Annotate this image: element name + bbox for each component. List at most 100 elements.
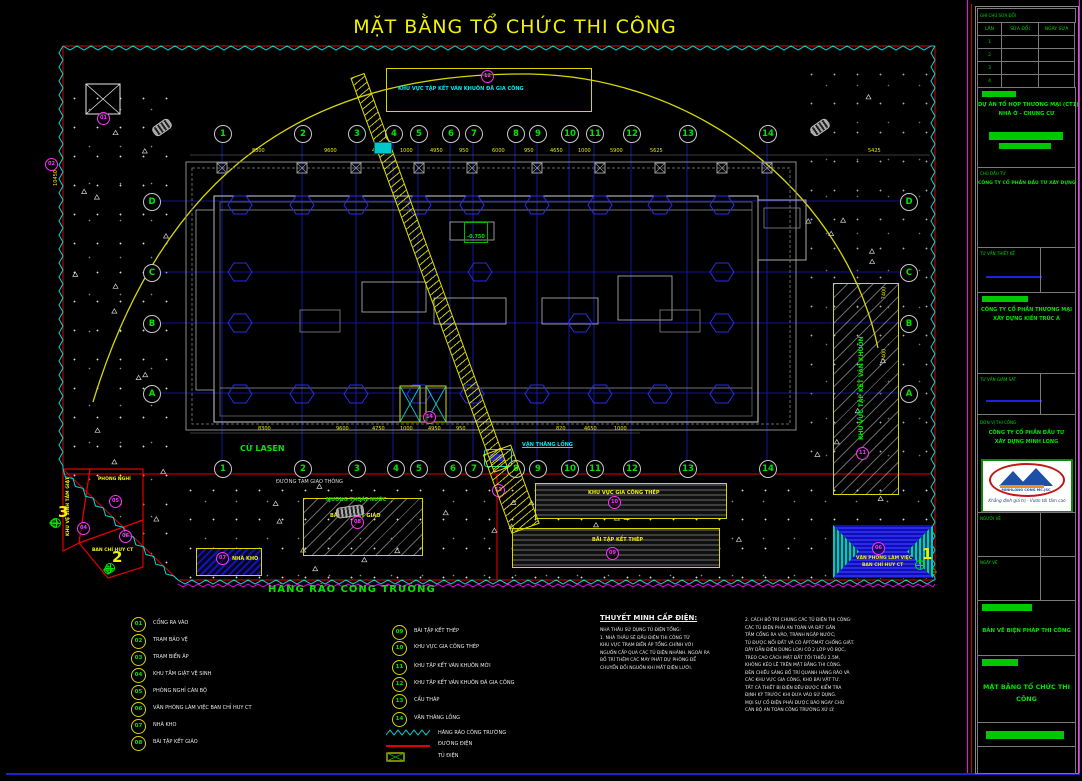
series-cell: BẢN VẼ BIỆN PHÁP THI CÔNG: [977, 600, 1076, 657]
notes-col1: NHÀ THẦU SỬ DỤNG TỦ ĐIỆN TỔNG:1. NHÀ THẦ…: [600, 627, 710, 672]
dimension-value: 4950: [428, 426, 441, 432]
facility-polygons: [62, 468, 144, 579]
site-plan-drawing: [48, 45, 938, 588]
survey-triangle: [153, 516, 160, 522]
dimension-left: 10450: [52, 170, 59, 186]
grid-bubble: 6: [442, 125, 460, 143]
design-consultant-label: TƯ VẤN THIẾT KẾ: [980, 251, 1015, 256]
note-line: CÁC KHU VỰC GIA CÔNG, KHO BÃI VẬT TƯ.: [745, 678, 841, 683]
legend-item-label: TRẠM BẢO VỆ: [153, 637, 188, 643]
page-title: MẶT BẰNG TỔ CHỨC THI CÔNG: [353, 16, 677, 38]
grid-bubble: 9: [529, 460, 547, 478]
callout-circle: 12: [481, 70, 494, 83]
project-cell: DỰ ÁN TỔ HỢP THƯƠNG MẠI (CT1) NHÀ Ở - CH…: [977, 87, 1079, 169]
revision-header-cell: GHI CHÚ SỬA ĐỔI: [977, 8, 1076, 23]
command-board-label: BAN CHỈ HUY CT: [92, 548, 134, 553]
station-marker: 1: [915, 545, 932, 570]
contractor-label: ĐƠN VỊ THI CÔNG: [980, 420, 1017, 425]
legend-item-label: VĂN PHÒNG LÀM VIỆC BAN CHỈ HUY CT: [153, 705, 252, 711]
note-line: TẤT CẢ THIẾT BỊ ĐIỆN ĐỀU ĐƯỢC KIỂM TRA: [745, 685, 842, 691]
note-line: NGUỒN CẤP QUA CÁC TỦ ĐIỆN NHÁNH. NGOÀI R…: [600, 650, 710, 656]
sheet-label-bar: [982, 659, 1018, 666]
hoist-label: VẬN THĂNG LỒNG: [522, 442, 573, 448]
grid-bubble: 11: [586, 460, 604, 478]
note-line: KHÔNG KÉO LÊ TRÊN MẶT BẰNG THI CÔNG.: [745, 663, 842, 668]
callout-circle: 07: [216, 552, 229, 565]
row-bubble: A: [900, 385, 918, 403]
callout-circle: 11: [856, 447, 869, 460]
legend-right: 09 BÃI TẬP KẾT THÉP 10 KHU VỰC GIA CÔNG …: [386, 613, 686, 773]
roof-end-left: [833, 525, 859, 578]
survey-triangle: [141, 148, 148, 154]
revision-col-header: NGÀY SỬA: [1039, 23, 1075, 36]
revision-row-cell: [1002, 36, 1039, 49]
formwork-staging-label: KHU VỰC TẬP KẾT VÁN KHUÔN ĐÃ GIA CÔNG: [398, 86, 524, 92]
sheet-name-line2: CÔNG: [1016, 695, 1037, 703]
survey-triangle: [111, 308, 118, 314]
survey-triangle: [491, 527, 498, 533]
revision-row-cell: [1002, 62, 1039, 75]
legend-item-label: TRẠM BIẾN ÁP: [153, 654, 189, 660]
callout-circle: 02: [45, 158, 58, 171]
note-line: ĐỊNH KỲ TRƯỚC KHI ĐƯA VÀO SỬ DỤNG.: [745, 693, 837, 698]
survey-triangle: [805, 218, 812, 224]
revision-row-cell: [1039, 49, 1075, 62]
fence-red-line: [62, 468, 179, 581]
design-consultant-cell: TƯ VẤN THIẾT KẾ: [977, 247, 1076, 294]
crane-radius-arc: [92, 73, 879, 403]
row-bubble: B: [143, 315, 161, 333]
callout-circle: 08: [351, 516, 364, 529]
grid-bubble: 2: [294, 125, 312, 143]
dimension-value: 1000: [400, 148, 413, 154]
gate-symbol: [85, 83, 121, 115]
steel-stock-label: BÃI TẬP KẾT THÉP: [592, 537, 644, 543]
logo-slogan: Khẳng định giá trị - Vươn tới tầm cao: [988, 498, 1066, 503]
dimension-value: 950: [459, 148, 469, 154]
survey-triangle: [135, 374, 142, 380]
survey-triangle: [312, 565, 319, 572]
structural-grid-lines: [160, 140, 905, 462]
fence-magenta-zigzag: [177, 583, 936, 588]
grid-bubble: 5: [410, 125, 428, 143]
fence-zigzag: [58, 45, 64, 469]
signature-line: [986, 400, 1042, 402]
revision-row-cell: [1039, 36, 1075, 49]
grid-bubble: 12: [623, 460, 641, 478]
formwork-yard-box: [833, 283, 899, 495]
station-marker: 3: [51, 503, 68, 528]
survey-triangle: [839, 217, 847, 223]
project-redacted-bar2: [999, 143, 1051, 149]
fence-zigzag: [62, 45, 935, 51]
dimension-value: 9600: [324, 148, 337, 154]
fence-symbol-icon: [386, 729, 430, 736]
fence-zigzag: [930, 45, 936, 580]
revision-row-number: 3: [978, 62, 1002, 75]
logo-ellipse: MINHLONG CONG MC.JSC: [989, 463, 1065, 497]
legend-number-circle: 03: [131, 651, 146, 666]
drawn-by-label: NGƯỜI VẼ: [980, 516, 1001, 521]
elevation-box: -0.750: [464, 222, 488, 243]
callout-circle: 01: [97, 112, 110, 125]
notes-heading: THUYẾT MINH CẤP ĐIỆN:: [600, 614, 698, 622]
electric-cabinet-icon: [386, 752, 405, 762]
note-line: CHUYỂN ĐỔI NGUỒN KHI MẤT ĐIỆN LƯỚI.: [600, 665, 693, 671]
grid-bubble: 2: [294, 460, 312, 478]
contractor-logo: MINHLONG CONG MC.JSC Khẳng định giá trị …: [981, 459, 1073, 513]
legend-item-label: KHU TẬP KẾT VÁN KHUÔN MỚI: [414, 663, 491, 669]
legend-item-label: KHU VỰC GIA CÔNG THÉP: [414, 644, 480, 650]
survey-triangle: [111, 458, 118, 465]
survey-triangle: [80, 188, 88, 194]
legend-symbol-label: TỦ ĐIỆN: [438, 753, 459, 759]
dimension-value: 8300: [258, 426, 271, 432]
investor-cell: CHỦ ĐẦU TƯ CÔNG TY CỔ PHẦN ĐẦU TƯ XÂY DỰ…: [977, 167, 1076, 249]
legend-number-circle: 11: [392, 660, 407, 675]
dimension-value: 5900: [610, 148, 623, 154]
grid-bubble: 14: [759, 460, 777, 478]
redacted-bar-cell: [977, 722, 1076, 748]
legend-number-circle: 06: [131, 702, 146, 717]
legend-item-label: BÃI TẬP KẾT THÉP: [414, 628, 460, 634]
survey-triangle: [142, 371, 149, 378]
dimension-value: 4950: [430, 148, 443, 154]
note-line: CÁC TỦ ĐIỆN PHẢI AN TOÀN VÀ ĐẶT GẦN: [745, 625, 836, 631]
sheet-name-line1: MẶT BẰNG TỔ CHỨC THI: [983, 683, 1070, 691]
